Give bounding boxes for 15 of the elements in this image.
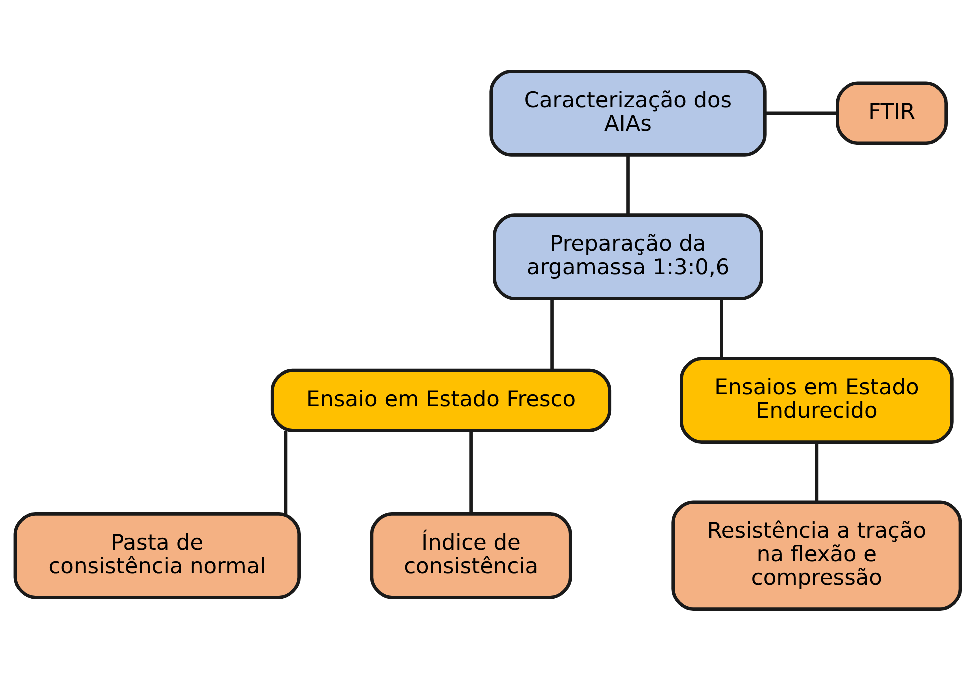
connector (284, 430, 288, 514)
connector (815, 442, 819, 502)
connector (470, 430, 473, 514)
node-box: FTIR (836, 81, 948, 145)
connector (626, 155, 630, 214)
node-box: Índice de consistência (370, 512, 572, 599)
connector (720, 298, 724, 358)
node-box: Ensaio em Estado Fresco (270, 368, 612, 432)
connector (766, 111, 838, 115)
node-box: Resistência a tração na flexão e compressão (672, 500, 962, 610)
node-box: Caracterização dos AIAs (490, 70, 767, 156)
node-box: Pasta de consistência normal (14, 512, 301, 599)
node-box: Ensaios em Estado Endurecido (680, 356, 954, 444)
connector (550, 298, 554, 370)
node-box: Preparação da argamassa 1:3:0,6 (493, 213, 764, 300)
